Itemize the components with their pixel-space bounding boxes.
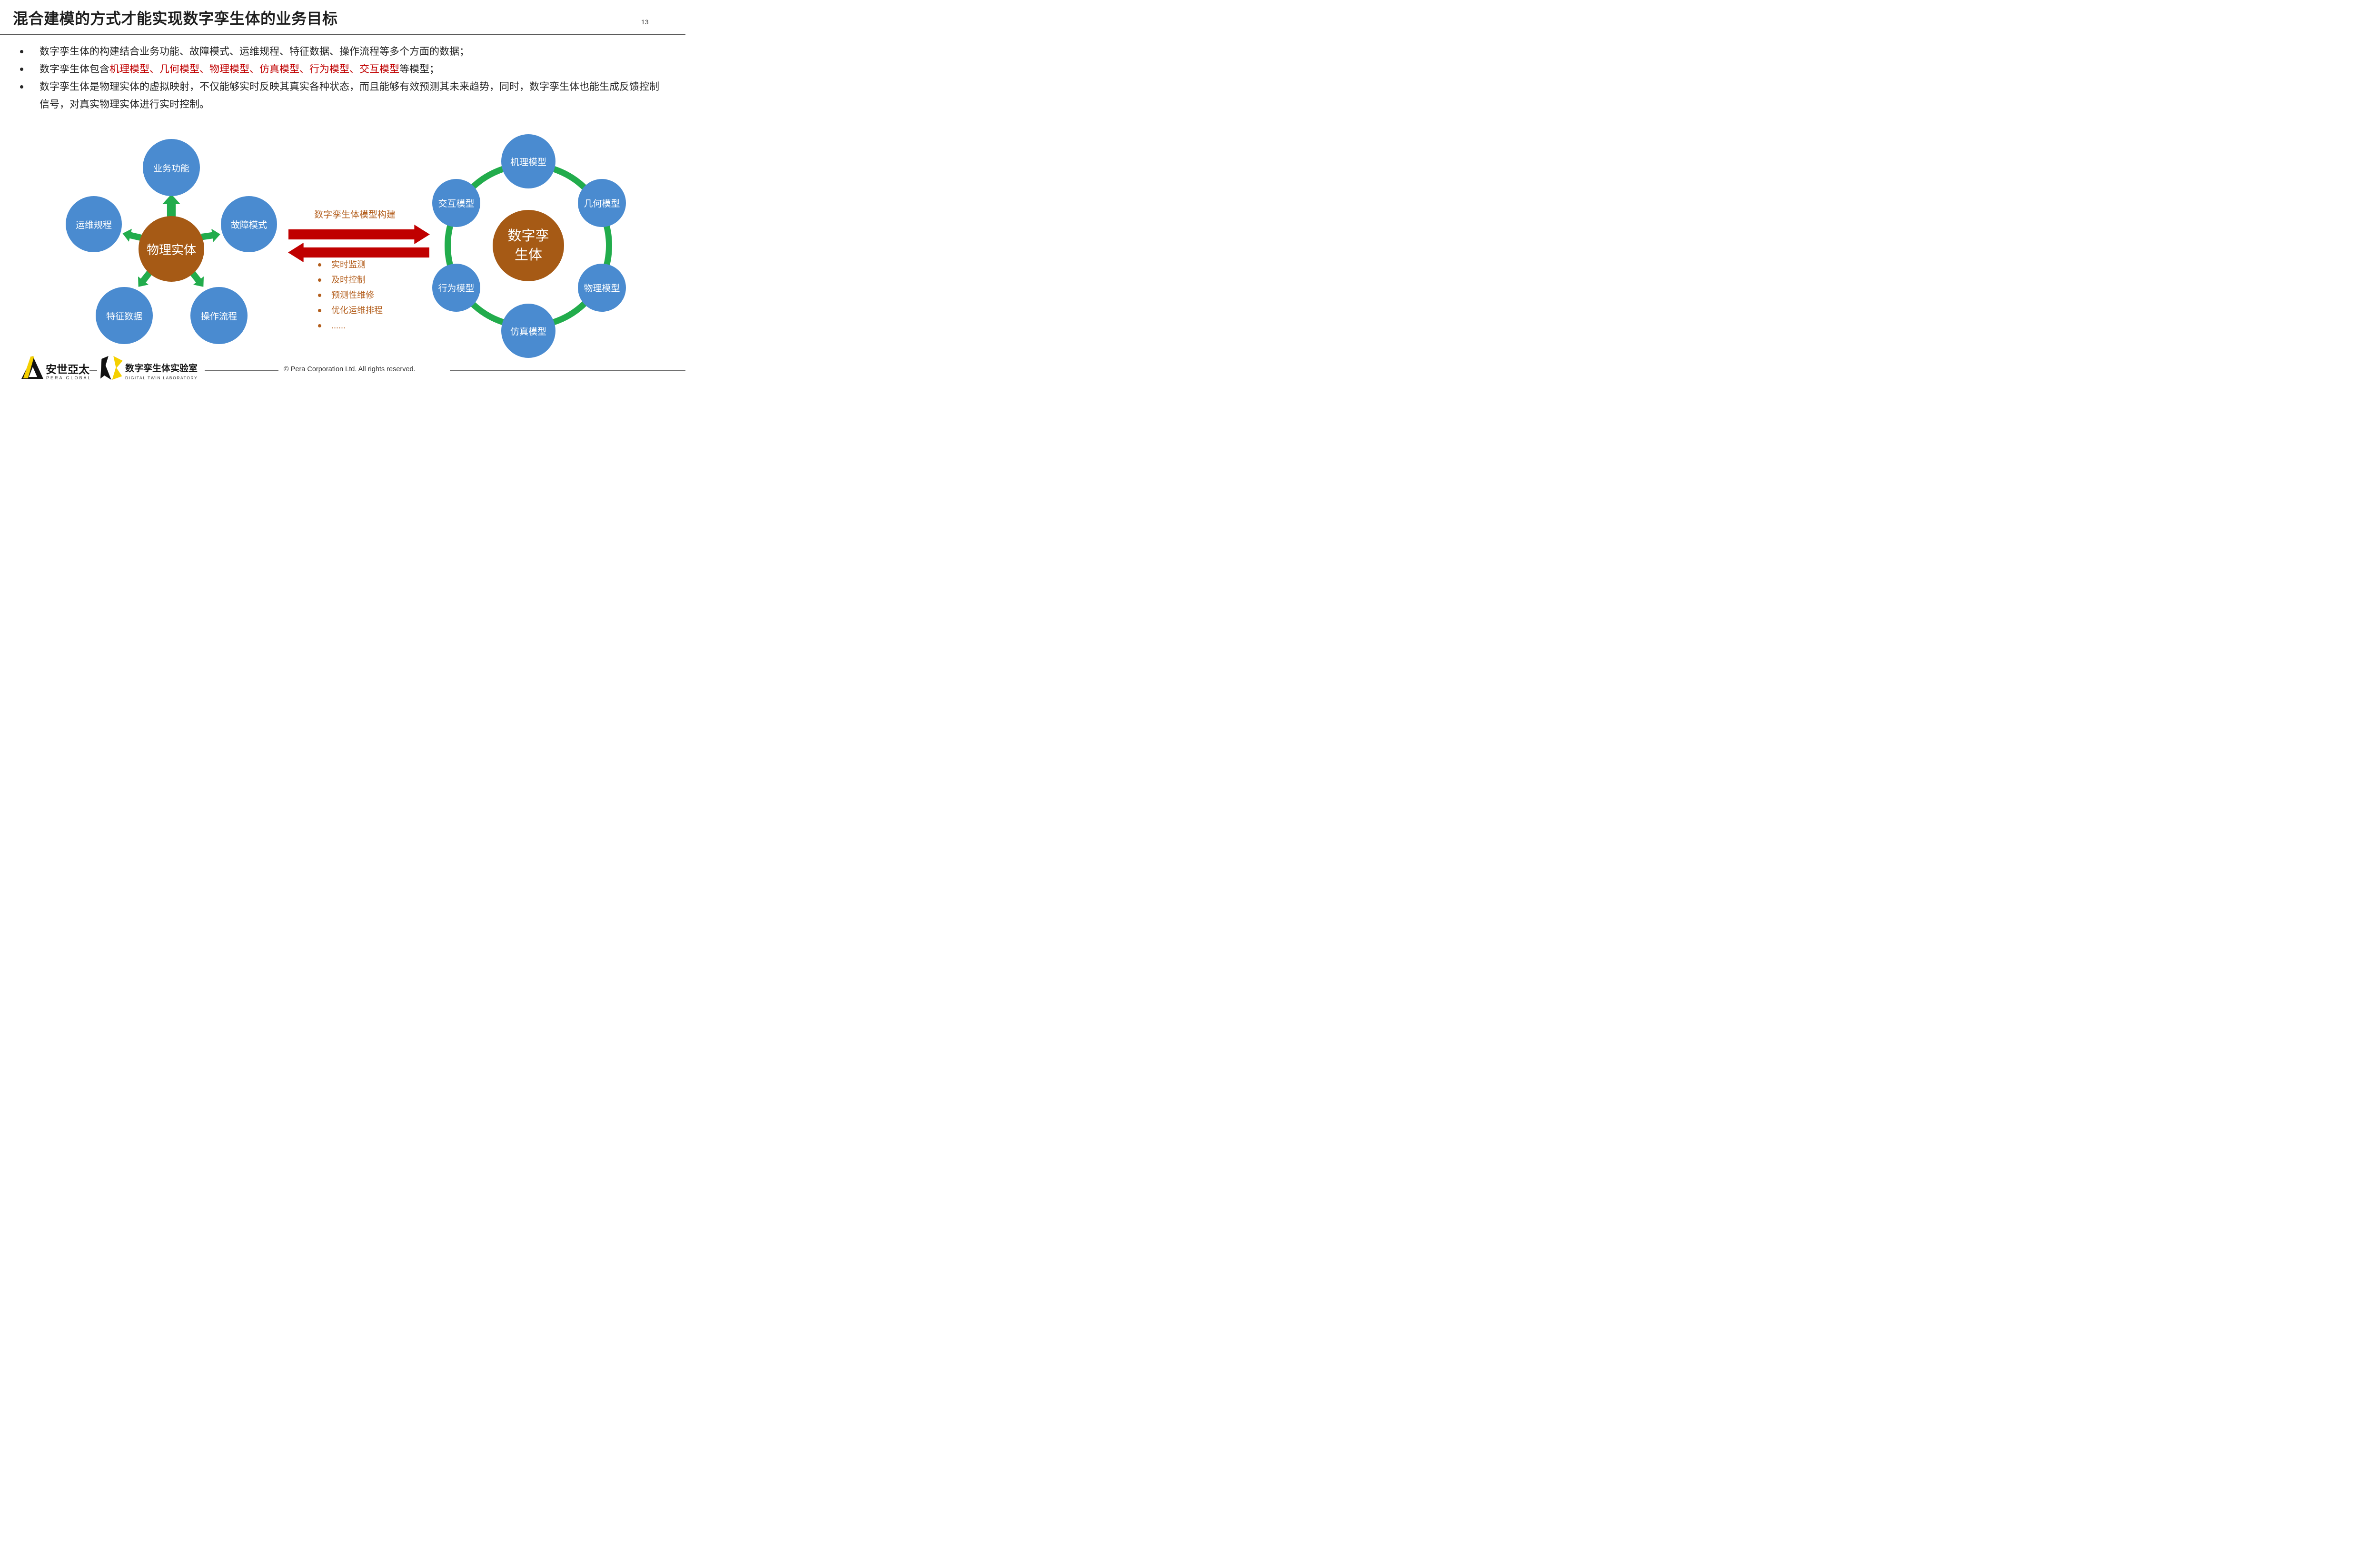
node-operation-process: 操作流程 bbox=[190, 287, 248, 344]
bullet-item-1: 数字孪生体的构建结合业务功能、故障模式、运维规程、特征数据、操作流程等多个方面的… bbox=[18, 43, 664, 60]
page-title: 混合建模的方式才能实现数字孪生体的业务目标 bbox=[13, 10, 338, 27]
benefit-item: 及时控制 bbox=[317, 272, 383, 287]
node-label: 故障模式 bbox=[230, 220, 267, 230]
node-behavior-model: 行为模型 bbox=[432, 264, 480, 312]
node-feature-data: 特征数据 bbox=[96, 287, 153, 344]
digital-twin-lab-cn-label: 数字孪生体实验室 bbox=[125, 364, 198, 374]
node-label-line1: 数字孪 bbox=[507, 228, 549, 244]
node-digital-twin: 数字孪 生体 bbox=[493, 210, 564, 281]
slide-13: 混合建模的方式才能实现数字孪生体的业务目标 13 数字孪生体的构建结合业务功能、… bbox=[0, 0, 685, 386]
benefit-label: 实时监测 bbox=[331, 260, 366, 269]
benefit-label: 及时控制 bbox=[331, 275, 366, 285]
arrow-up-icon bbox=[162, 194, 180, 218]
benefit-label: ...... bbox=[331, 321, 346, 330]
bullet-text-pre: 数字孪生体包含 bbox=[40, 64, 109, 75]
footer-rule-right bbox=[450, 370, 685, 371]
arrow-right-icon bbox=[200, 227, 221, 243]
node-label-line2: 生体 bbox=[514, 247, 542, 263]
pera-global-en-label: PERA GLOBAL bbox=[46, 376, 92, 380]
benefit-dot bbox=[318, 278, 321, 282]
bullet-dot bbox=[20, 50, 23, 53]
footer-rule-left bbox=[205, 370, 278, 371]
node-interaction-model: 交互模型 bbox=[432, 179, 480, 227]
node-business-function: 业务功能 bbox=[143, 139, 200, 196]
digital-twin-lab-en-label: DIGITAL TWIN LABORATORY bbox=[125, 376, 198, 380]
benefit-dot bbox=[318, 324, 321, 327]
bullet-item-2: 数字孪生体包含机理模型、几何模型、物理模型、仿真模型、行为模型、交互模型等模型； bbox=[18, 60, 664, 78]
bullet-text-red: 机理模型、几何模型、物理模型、仿真模型、行为模型、交互模型 bbox=[109, 64, 399, 75]
node-label: 业务功能 bbox=[153, 163, 189, 174]
node-geometry-model: 几何模型 bbox=[578, 179, 626, 227]
benefit-label: 预测性维修 bbox=[331, 290, 374, 300]
bullet-text: 数字孪生体是物理实体的虚拟映射，不仅能够实时反映其真实各种状态，而且能够有效预测… bbox=[40, 81, 659, 110]
node-label: 行为模型 bbox=[438, 284, 475, 294]
bullet-text: 数字孪生体的构建结合业务功能、故障模式、运维规程、特征数据、操作流程等多个方面的… bbox=[40, 46, 469, 57]
benefit-label: 优化运维排程 bbox=[331, 306, 383, 315]
benefit-list: 实时监测 及时控制 预测性维修 优化运维排程 ...... bbox=[317, 257, 383, 333]
logo-divider-dash bbox=[89, 370, 97, 371]
node-label: 运维规程 bbox=[75, 220, 112, 230]
pera-global-cn-label: 安世亞太 bbox=[46, 363, 89, 376]
node-label: 几何模型 bbox=[584, 199, 620, 209]
bullet-list: 数字孪生体的构建结合业务功能、故障模式、运维规程、特征数据、操作流程等多个方面的… bbox=[18, 43, 665, 113]
benefit-item: 预测性维修 bbox=[317, 287, 383, 303]
arrow-to-digital-twin-icon bbox=[288, 225, 430, 244]
node-label: 操作流程 bbox=[200, 311, 237, 322]
node-label: 物理实体 bbox=[146, 242, 196, 257]
bullet-text-post: 等模型； bbox=[399, 64, 439, 75]
node-label: 仿真模型 bbox=[510, 326, 546, 337]
title-divider bbox=[0, 34, 685, 35]
node-failure-mode: 故障模式 bbox=[221, 196, 277, 252]
copyright-text: © Pera Corporation Ltd. All rights reser… bbox=[284, 366, 416, 373]
benefit-dot bbox=[318, 294, 321, 297]
node-simulation-model: 仿真模型 bbox=[501, 304, 555, 358]
benefit-item: 实时监测 bbox=[317, 257, 383, 272]
benefit-dot bbox=[318, 263, 321, 267]
benefit-dot bbox=[318, 309, 321, 312]
node-mechanism-model: 机理模型 bbox=[501, 134, 555, 188]
node-label: 交互模型 bbox=[438, 199, 475, 209]
digital-twin-lab-logo-icon bbox=[100, 356, 111, 380]
digital-twin-lab-logo-accent-icon bbox=[112, 356, 123, 380]
node-label: 特征数据 bbox=[106, 311, 142, 322]
model-build-label: 数字孪生体模型构建 bbox=[314, 210, 396, 220]
node-physical-entity: 物理实体 bbox=[139, 216, 204, 282]
bullet-item-3: 数字孪生体是物理实体的虚拟映射，不仅能够实时反映其真实各种状态，而且能够有效预测… bbox=[18, 78, 664, 113]
node-label: 物理模型 bbox=[584, 284, 620, 294]
bullet-dot bbox=[20, 85, 23, 89]
bullet-dot bbox=[20, 68, 23, 71]
node-label: 机理模型 bbox=[510, 157, 546, 168]
benefit-item: 优化运维排程 bbox=[317, 303, 383, 318]
page-number: 13 bbox=[641, 18, 649, 26]
benefit-item: ...... bbox=[317, 318, 383, 333]
node-om-procedure: 运维规程 bbox=[66, 196, 122, 252]
node-physics-model: 物理模型 bbox=[578, 264, 626, 312]
